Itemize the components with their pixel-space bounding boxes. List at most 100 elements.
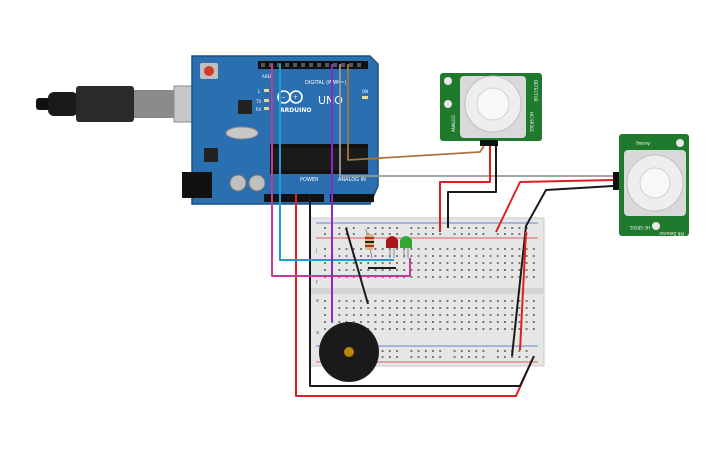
breadboard-hole: [482, 255, 485, 257]
breadboard-hole: [374, 314, 377, 316]
breadboard-hole: [388, 356, 391, 358]
breadboard-hole: [518, 356, 521, 358]
breadboard-hole: [532, 276, 535, 278]
breadboard-hole: [374, 269, 377, 271]
breadboard-hole: [460, 350, 463, 352]
breadboard-hole: [439, 307, 442, 309]
breadboard-hole: [439, 328, 442, 330]
breadboard-hole: [381, 350, 384, 352]
breadboard-hole: [360, 248, 362, 250]
breadboard-hole: [496, 233, 499, 235]
breadboard-hole: [439, 356, 442, 358]
breadboard-hole: [460, 356, 463, 358]
breadboard-hole: [403, 314, 406, 316]
breadboard-hole: [324, 233, 326, 235]
breadboard-hole: [396, 356, 398, 358]
breadboard-hole: [511, 276, 514, 278]
breadboard-hole: [511, 314, 514, 316]
led-on: [362, 96, 368, 99]
breadboard-hole: [352, 233, 355, 235]
breadboard-hole: [511, 269, 514, 271]
breadboard-hole: [475, 314, 478, 316]
breadboard-hole: [489, 328, 492, 330]
breadboard-hole: [381, 255, 384, 257]
breadboard-hole: [511, 356, 514, 358]
svg-text:+: +: [293, 94, 298, 101]
breadboard-hole: [496, 255, 499, 257]
breadboard-hole: [446, 248, 449, 250]
breadboard-hole: [360, 314, 362, 316]
wire-magenta: [271, 64, 411, 277]
breadboard-hole: [352, 248, 355, 250]
breadboard-hole: [338, 314, 341, 316]
breadboard-hole: [518, 269, 521, 271]
sensor1-label-top: DETECTOR: [533, 80, 538, 102]
breadboard-hole: [439, 321, 442, 323]
breadboard-hole: [439, 233, 442, 235]
breadboard-hole: [381, 307, 384, 309]
breadboard-hole: [338, 262, 341, 264]
breadboard-hole: [424, 314, 427, 316]
breadboard-hole: [532, 328, 535, 330]
breadboard-hole: [511, 300, 514, 302]
breadboard-hole: [345, 307, 348, 309]
breadboard-hole: [410, 255, 413, 257]
breadboard-hole: [468, 300, 470, 302]
breadboard-hole: [338, 307, 341, 309]
breadboard-hole: [374, 262, 377, 264]
breadboard-hole: [532, 269, 535, 271]
breadboard-hole: [410, 300, 413, 302]
breadboard-hole: [453, 227, 456, 229]
breadboard-hole: [475, 321, 478, 323]
breadboard-hole: [489, 248, 492, 250]
breadboard-hole: [482, 314, 485, 316]
breadboard-hole: [367, 227, 370, 229]
breadboard-hole: [388, 328, 391, 330]
breadboard-hole: [367, 321, 370, 323]
breadboard-hole: [360, 300, 362, 302]
sensor1-pin-header: [480, 140, 498, 146]
breadboard-hole: [410, 227, 413, 229]
breadboard-hole: [388, 269, 391, 271]
breadboard-hole: [381, 356, 384, 358]
breadboard-hole: [489, 276, 492, 278]
breadboard-hole: [453, 356, 456, 358]
breadboard-hole: [496, 269, 499, 271]
breadboard-hole: [511, 321, 514, 323]
breadboard-hole: [324, 227, 326, 229]
breadboard-hole: [352, 307, 355, 309]
breadboard-hole: [468, 328, 470, 330]
breadboard-hole: [338, 248, 341, 250]
breadboard-hole: [403, 321, 406, 323]
breadboard-hole: [417, 321, 420, 323]
breadboard-hole: [374, 255, 377, 257]
breadboard-hole: [396, 328, 398, 330]
breadboard-hole: [460, 262, 463, 264]
breadboard-hole: [417, 350, 420, 352]
breadboard-hole: [403, 269, 406, 271]
breadboard-hole: [374, 227, 377, 229]
breadboard-hole: [475, 233, 478, 235]
breadboard-hole: [525, 248, 528, 250]
breadboard-hole: [396, 300, 398, 302]
sensor2-bottom-label: HC-SR501: [629, 225, 650, 230]
breadboard-hole: [432, 276, 434, 278]
breadboard-hole: [511, 233, 514, 235]
breadboard-hole: [453, 262, 456, 264]
brand-label: ARDUINO: [280, 107, 311, 114]
breadboard-hole: [432, 269, 434, 271]
wire-brown-sensor1: [347, 64, 485, 161]
breadboard-hole: [424, 269, 427, 271]
breadboard-hole: [388, 314, 391, 316]
breadboard-hole: [374, 328, 377, 330]
sensor2-side-label: PIR Detector: [659, 231, 684, 236]
breadboard-hole: [489, 255, 492, 257]
breadboard-hole: [504, 350, 506, 352]
breadboard-hole: [367, 300, 370, 302]
wire-gray-sensor2: [339, 64, 613, 177]
breadboard-hole: [453, 321, 456, 323]
power-header: [264, 194, 324, 202]
breadboard-hole: [504, 321, 506, 323]
breadboard-hole: [396, 233, 398, 235]
